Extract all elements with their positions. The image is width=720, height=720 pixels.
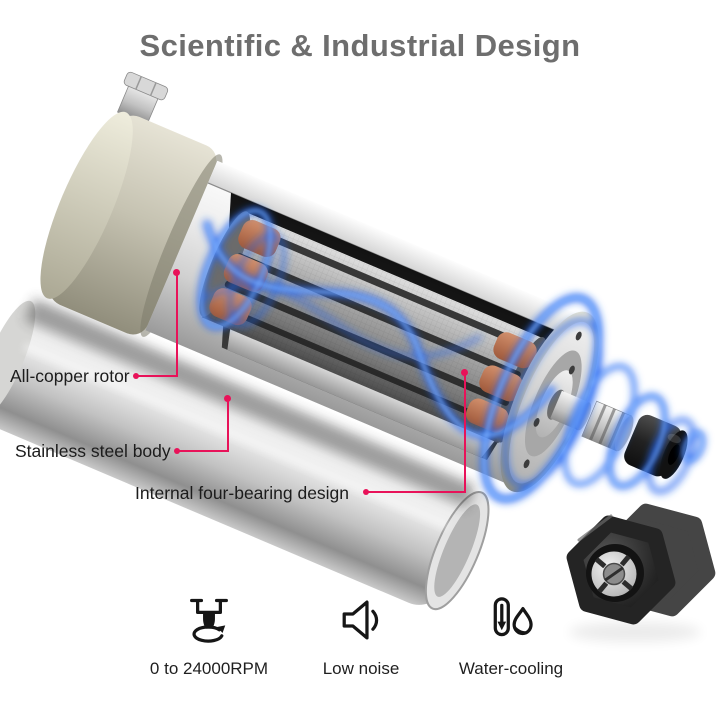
annotation-line <box>464 373 466 493</box>
page-title: Scientific & Industrial Design <box>139 28 581 63</box>
annotation-line <box>178 450 229 452</box>
annotation-target-dot <box>173 269 180 276</box>
annotation-dot <box>363 489 369 495</box>
feature-rpm: 0 to 24000RPM <box>134 594 284 679</box>
annotation-line <box>176 273 178 377</box>
steel-shell <box>0 298 490 611</box>
feature-low-noise-label: Low noise <box>322 659 400 678</box>
speaker-icon <box>342 600 379 640</box>
annotation-line <box>137 375 178 377</box>
annotation-target-dot <box>224 395 231 402</box>
feature-water-cooling: Water-cooling <box>436 594 586 679</box>
collet-insert <box>591 551 637 597</box>
collet-nut-detached <box>566 503 716 642</box>
feature-rpm-label: 0 to 24000RPM <box>149 659 269 678</box>
annotation-dot <box>133 373 139 379</box>
spindle-rpm-icon <box>190 598 228 643</box>
feature-low-noise: Low noise <box>286 594 436 679</box>
water-fitting <box>117 71 169 126</box>
annotation-line <box>367 491 466 493</box>
annotation-dot <box>174 448 180 454</box>
annotation-target-dot <box>461 369 468 376</box>
copper-rotor <box>199 211 547 444</box>
annotation-internal-four-bearing: Internal four-bearing design <box>135 483 350 503</box>
annotation-all-copper-rotor: All-copper rotor <box>10 366 130 386</box>
annotation-stainless-steel-body: Stainless steel body <box>15 441 171 461</box>
feature-water-cooling-label: Water-cooling <box>458 659 564 678</box>
blue-glow-effects <box>197 207 706 503</box>
thermometer-droplet-icon <box>493 597 533 637</box>
annotation-line <box>227 399 229 452</box>
